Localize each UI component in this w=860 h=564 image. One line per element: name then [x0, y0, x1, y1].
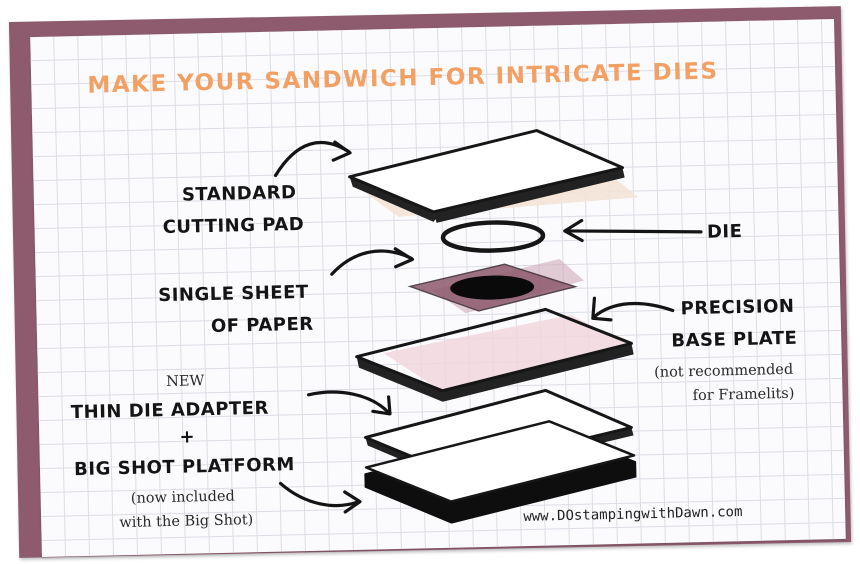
die-ring: [440, 220, 546, 253]
arrow-to-die: [563, 218, 703, 243]
arrow-to-platform: [278, 481, 362, 514]
label-die: DIE: [707, 221, 743, 243]
label-new-tag: NEW: [166, 373, 205, 390]
paper-sheet-cut: [450, 275, 535, 300]
die-layer: [440, 220, 546, 253]
label-precision-line2: BASE PLATE: [671, 328, 797, 352]
base-plate-tint: [383, 314, 632, 392]
big-shot-platform-layer: [364, 420, 637, 524]
cutting-pad-edge: [349, 176, 441, 222]
label-precision-line1: PRECISION: [680, 296, 794, 320]
label-single-sheet-line2: OF PAPER: [211, 314, 314, 337]
standard-cutting-pad-layer: [348, 129, 639, 223]
label-single-sheet-line1: SINGLE SHEET: [158, 282, 309, 306]
label-plus: +: [179, 426, 195, 447]
diagram-title: MAKE YOUR SANDWICH FOR INTRICATE DIES: [87, 58, 719, 98]
arrow-to-base-plate: [591, 296, 675, 322]
note-precision-line1: (not recommended: [654, 362, 793, 381]
label-thin-die-adapter: THIN DIE ADAPTER: [71, 398, 269, 423]
cutting-pad-top: [348, 129, 624, 214]
label-big-shot-platform: BIG SHOT PLATFORM: [74, 454, 295, 480]
note-platform-line2: with the Big Shot): [119, 512, 253, 531]
note-platform-line1: (now included: [131, 488, 235, 506]
website-url: www.DOstampingwithDawn.com: [523, 504, 742, 525]
precision-base-plate-layer: [355, 307, 634, 402]
arrow-to-cutting-pad: [273, 140, 352, 178]
arrow-to-thin-die-adapter: [306, 390, 392, 416]
note-precision-line2: for Framelits): [692, 386, 794, 404]
base-plate-top: [355, 307, 633, 393]
label-standard-line2: CUTTING PAD: [162, 214, 304, 238]
arrow-to-paper-sheet: [330, 247, 415, 276]
paper-sheet-layer: [407, 259, 585, 314]
label-standard-line1: STANDARD: [182, 182, 297, 206]
